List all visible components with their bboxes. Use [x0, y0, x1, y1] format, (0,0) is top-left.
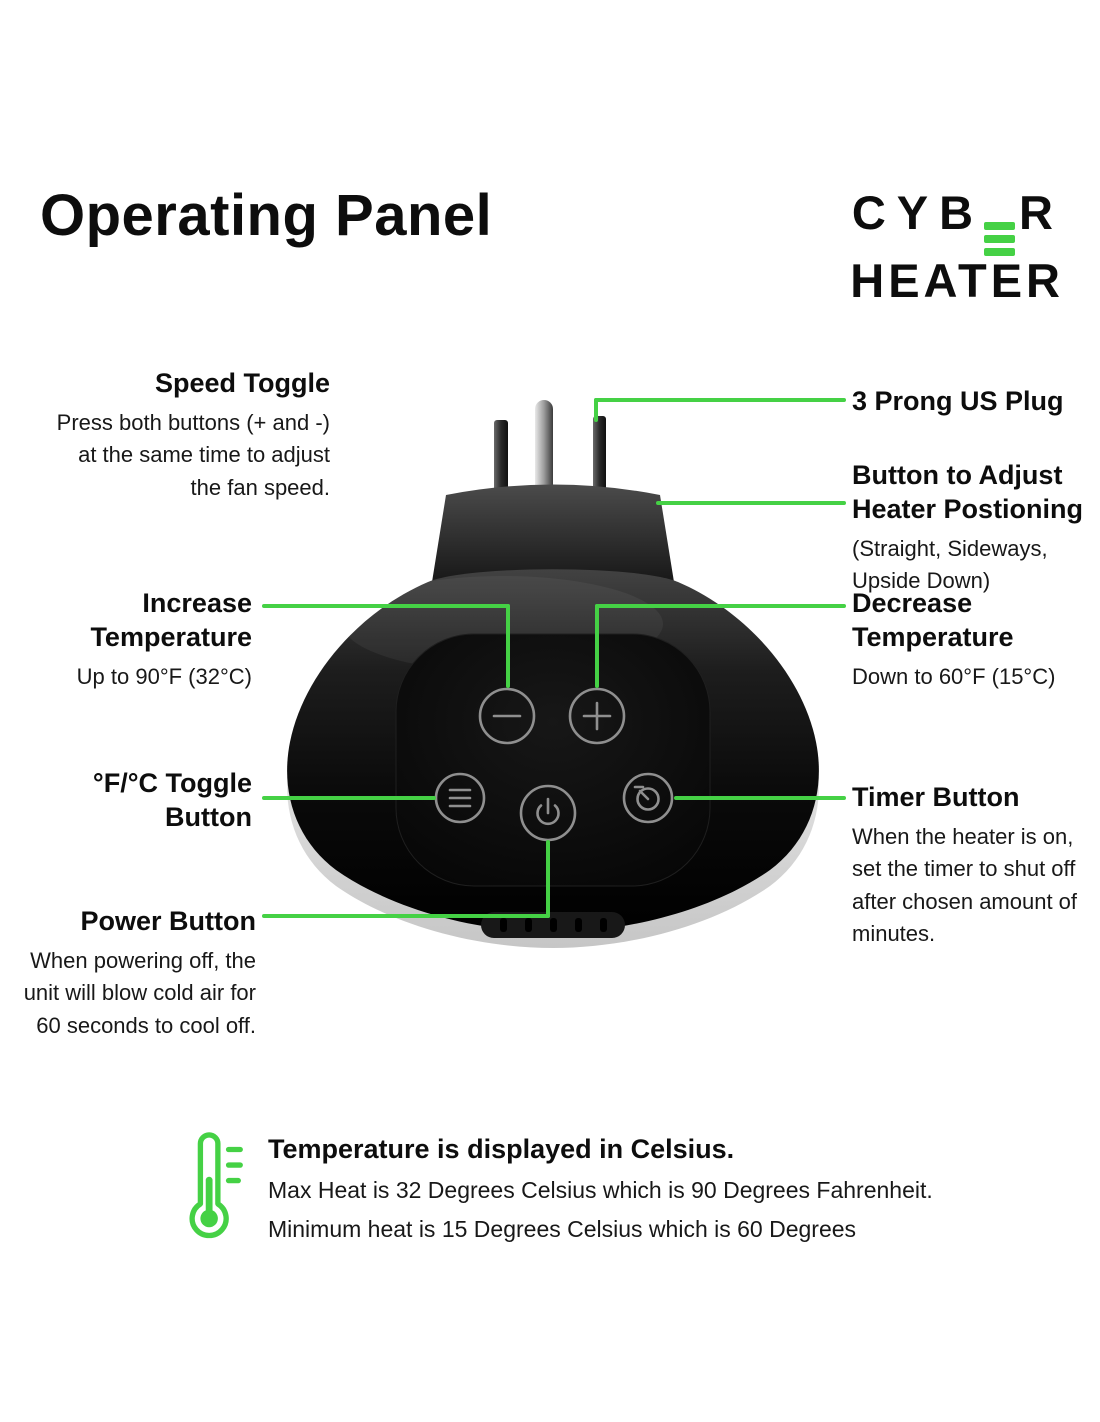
annotation-title: °F/°C Toggle Button: [92, 768, 252, 833]
annotation-title: Speed Toggle: [154, 368, 330, 398]
connector-plug-h: [594, 398, 846, 402]
connector-increase-h: [262, 604, 510, 608]
cyber-heater-logo: CYB R HEATER: [850, 188, 1064, 306]
logo-green-e-icon: [984, 222, 1016, 256]
connector-fc-toggle: [262, 796, 436, 800]
plug-prong-left: [494, 420, 508, 495]
footer-note: Temperature is displayed in Celsius. Max…: [268, 1134, 933, 1243]
annotation-title: Increase Temperature: [90, 588, 252, 653]
annotation-body: Up to 90°F (32°C): [76, 664, 252, 690]
annotation-increase-temperature: Increase Temperature Up to 90°F (32°C): [0, 586, 252, 693]
heater-device-illustration: [287, 400, 819, 948]
annotation-speed-toggle: Speed Toggle Press both buttons (+ and -…: [20, 366, 330, 504]
connector-decrease-h: [595, 604, 846, 608]
plus-button: [568, 687, 626, 745]
thermometer-icon: [189, 1132, 243, 1239]
connector-increase-v: [506, 604, 510, 688]
annotation-fc-toggle: °F/°C Toggle Button: [0, 766, 252, 834]
vent-slits: [500, 918, 607, 932]
annotation-title: Decrease Temperature: [852, 588, 1014, 653]
menu-button: [434, 772, 486, 824]
footer-line-2: Minimum heat is 15 Degrees Celsius which…: [268, 1216, 857, 1242]
annotation-body: Down to 60°F (15°C): [852, 664, 1056, 690]
annotation-body: (Straight, Sideways, Upside Down): [852, 536, 1048, 594]
logo-line-heater: HEATER: [850, 254, 1064, 307]
annotation-title: Power Button: [80, 906, 257, 936]
control-panel: [395, 633, 711, 887]
minus-button: [478, 687, 536, 745]
footer-title: Temperature is displayed in Celsius.: [268, 1134, 735, 1164]
connector-positioning: [656, 501, 846, 505]
annotation-decrease-temperature: Decrease Temperature Down to 60°F (15°C): [852, 586, 1092, 693]
page-title: Operating Panel: [40, 183, 493, 248]
footer-line-1: Max Heat is 32 Degrees Celsius which is …: [268, 1177, 933, 1203]
annotation-title: 3 Prong US Plug: [852, 386, 1064, 416]
connector-plug-v: [594, 398, 598, 422]
connector-power-h: [262, 914, 550, 918]
connector-power-v: [546, 840, 550, 918]
plug-prong-right: [593, 416, 606, 495]
logo-text-cyb: CYB: [851, 186, 985, 239]
annotation-timer-button: Timer Button When the heater is on, set …: [852, 780, 1092, 950]
annotation-body: Press both buttons (+ and -) at the same…: [56, 410, 330, 500]
annotation-body: When powering off, the unit will blow co…: [23, 948, 256, 1038]
timer-button: [622, 772, 674, 824]
logo-text-r: R: [1019, 186, 1064, 239]
annotation-3-prong-plug: 3 Prong US Plug: [852, 384, 1092, 418]
connector-timer: [674, 796, 846, 800]
annotation-title: Button to Adjust Heater Postioning: [852, 460, 1084, 525]
connector-decrease-v: [595, 604, 599, 688]
plug-base: [432, 484, 674, 593]
annotation-title: Timer Button: [852, 782, 1020, 812]
annotation-positioning-button: Button to Adjust Heater Postioning (Stra…: [852, 458, 1100, 598]
annotation-power-button: Power Button When powering off, the unit…: [0, 904, 256, 1042]
annotation-body: When the heater is on, set the timer to …: [852, 824, 1078, 946]
logo-line-cyber: CYB R: [850, 188, 1064, 256]
plug-prong-ground: [535, 400, 553, 495]
